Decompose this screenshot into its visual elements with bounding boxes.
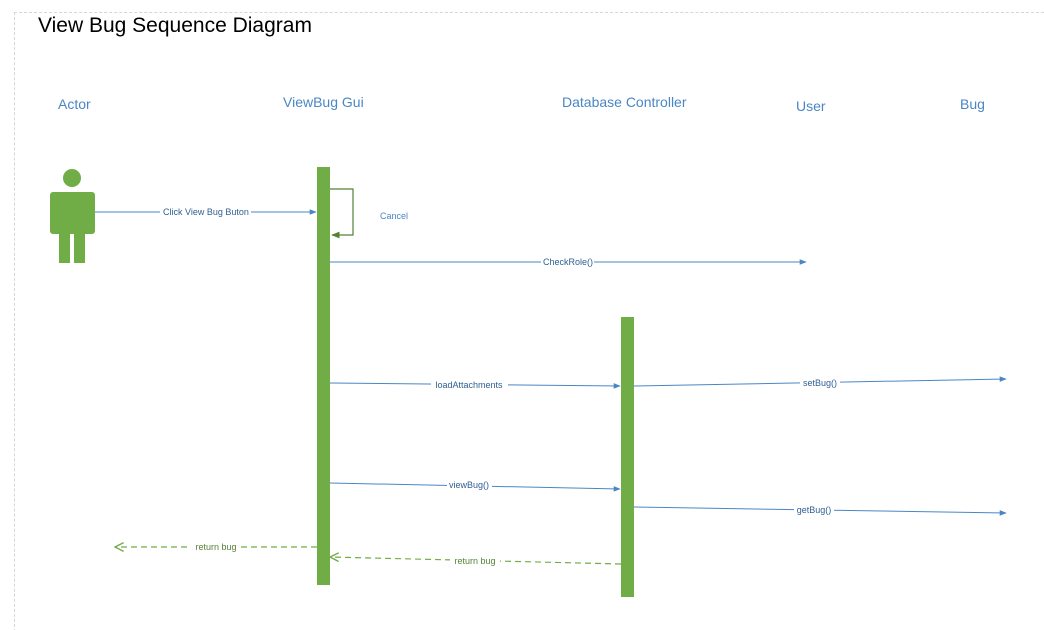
activation-bar-gui: [317, 167, 330, 585]
message-label-return-gui: return bug: [195, 542, 236, 552]
diagram-title: View Bug Sequence Diagram: [38, 14, 312, 37]
lifeline-label-db: Database Controller: [562, 94, 687, 110]
message-label-click: Click View Bug Buton: [163, 207, 249, 217]
message-label-checkrole: CheckRole(): [543, 257, 593, 267]
activation-bar-db: [621, 317, 634, 597]
message-label-viewbug: viewBug(): [449, 480, 489, 490]
message-label-return-db: return bug: [454, 556, 495, 566]
message-cancel: [330, 188, 354, 239]
diagram-frame: [14, 12, 1044, 630]
message-label-setbug: setBug(): [803, 378, 837, 388]
lifeline-label-user: User: [796, 98, 826, 114]
message-label-load: loadAttachments: [435, 380, 503, 390]
message-label-cancel: Cancel: [380, 211, 408, 221]
lifeline-label-gui: ViewBug Gui: [283, 94, 364, 110]
lifeline-label-actor: Actor: [58, 96, 91, 112]
lifeline-label-bug: Bug: [960, 96, 985, 112]
actor-icon: [50, 169, 95, 263]
message-label-getbug: getBug(): [797, 505, 832, 515]
